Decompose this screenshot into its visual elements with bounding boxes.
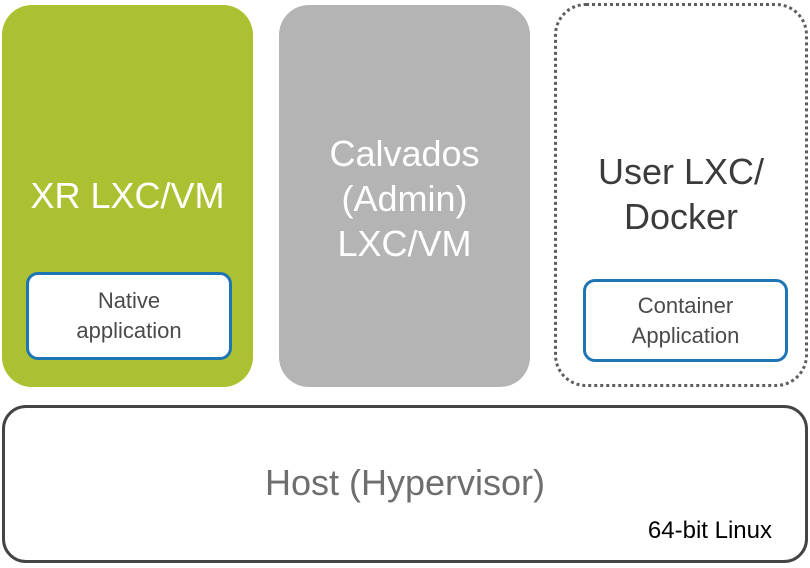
host-hypervisor-box: Host (Hypervisor) 64-bit Linux [2,405,808,563]
user-lxc-docker-title: User LXC/ Docker [597,151,765,237]
calvados-admin-title: Calvados (Admin) LXC/VM [329,133,480,264]
native-application-box: Native application [26,272,232,360]
user-lxc-docker-box: User LXC/ Docker Container Application [554,3,808,387]
container-application-box: Container Application [583,279,788,362]
host-hypervisor-title: Host (Hypervisor) [264,462,546,503]
xr-lxc-vm-box: XR LXC/VM Native application [2,5,253,387]
calvados-admin-box: Calvados (Admin) LXC/VM [279,5,530,387]
xr-lxc-vm-title: XR LXC/VM [30,175,225,216]
os-label: 64-bit Linux [647,517,772,544]
